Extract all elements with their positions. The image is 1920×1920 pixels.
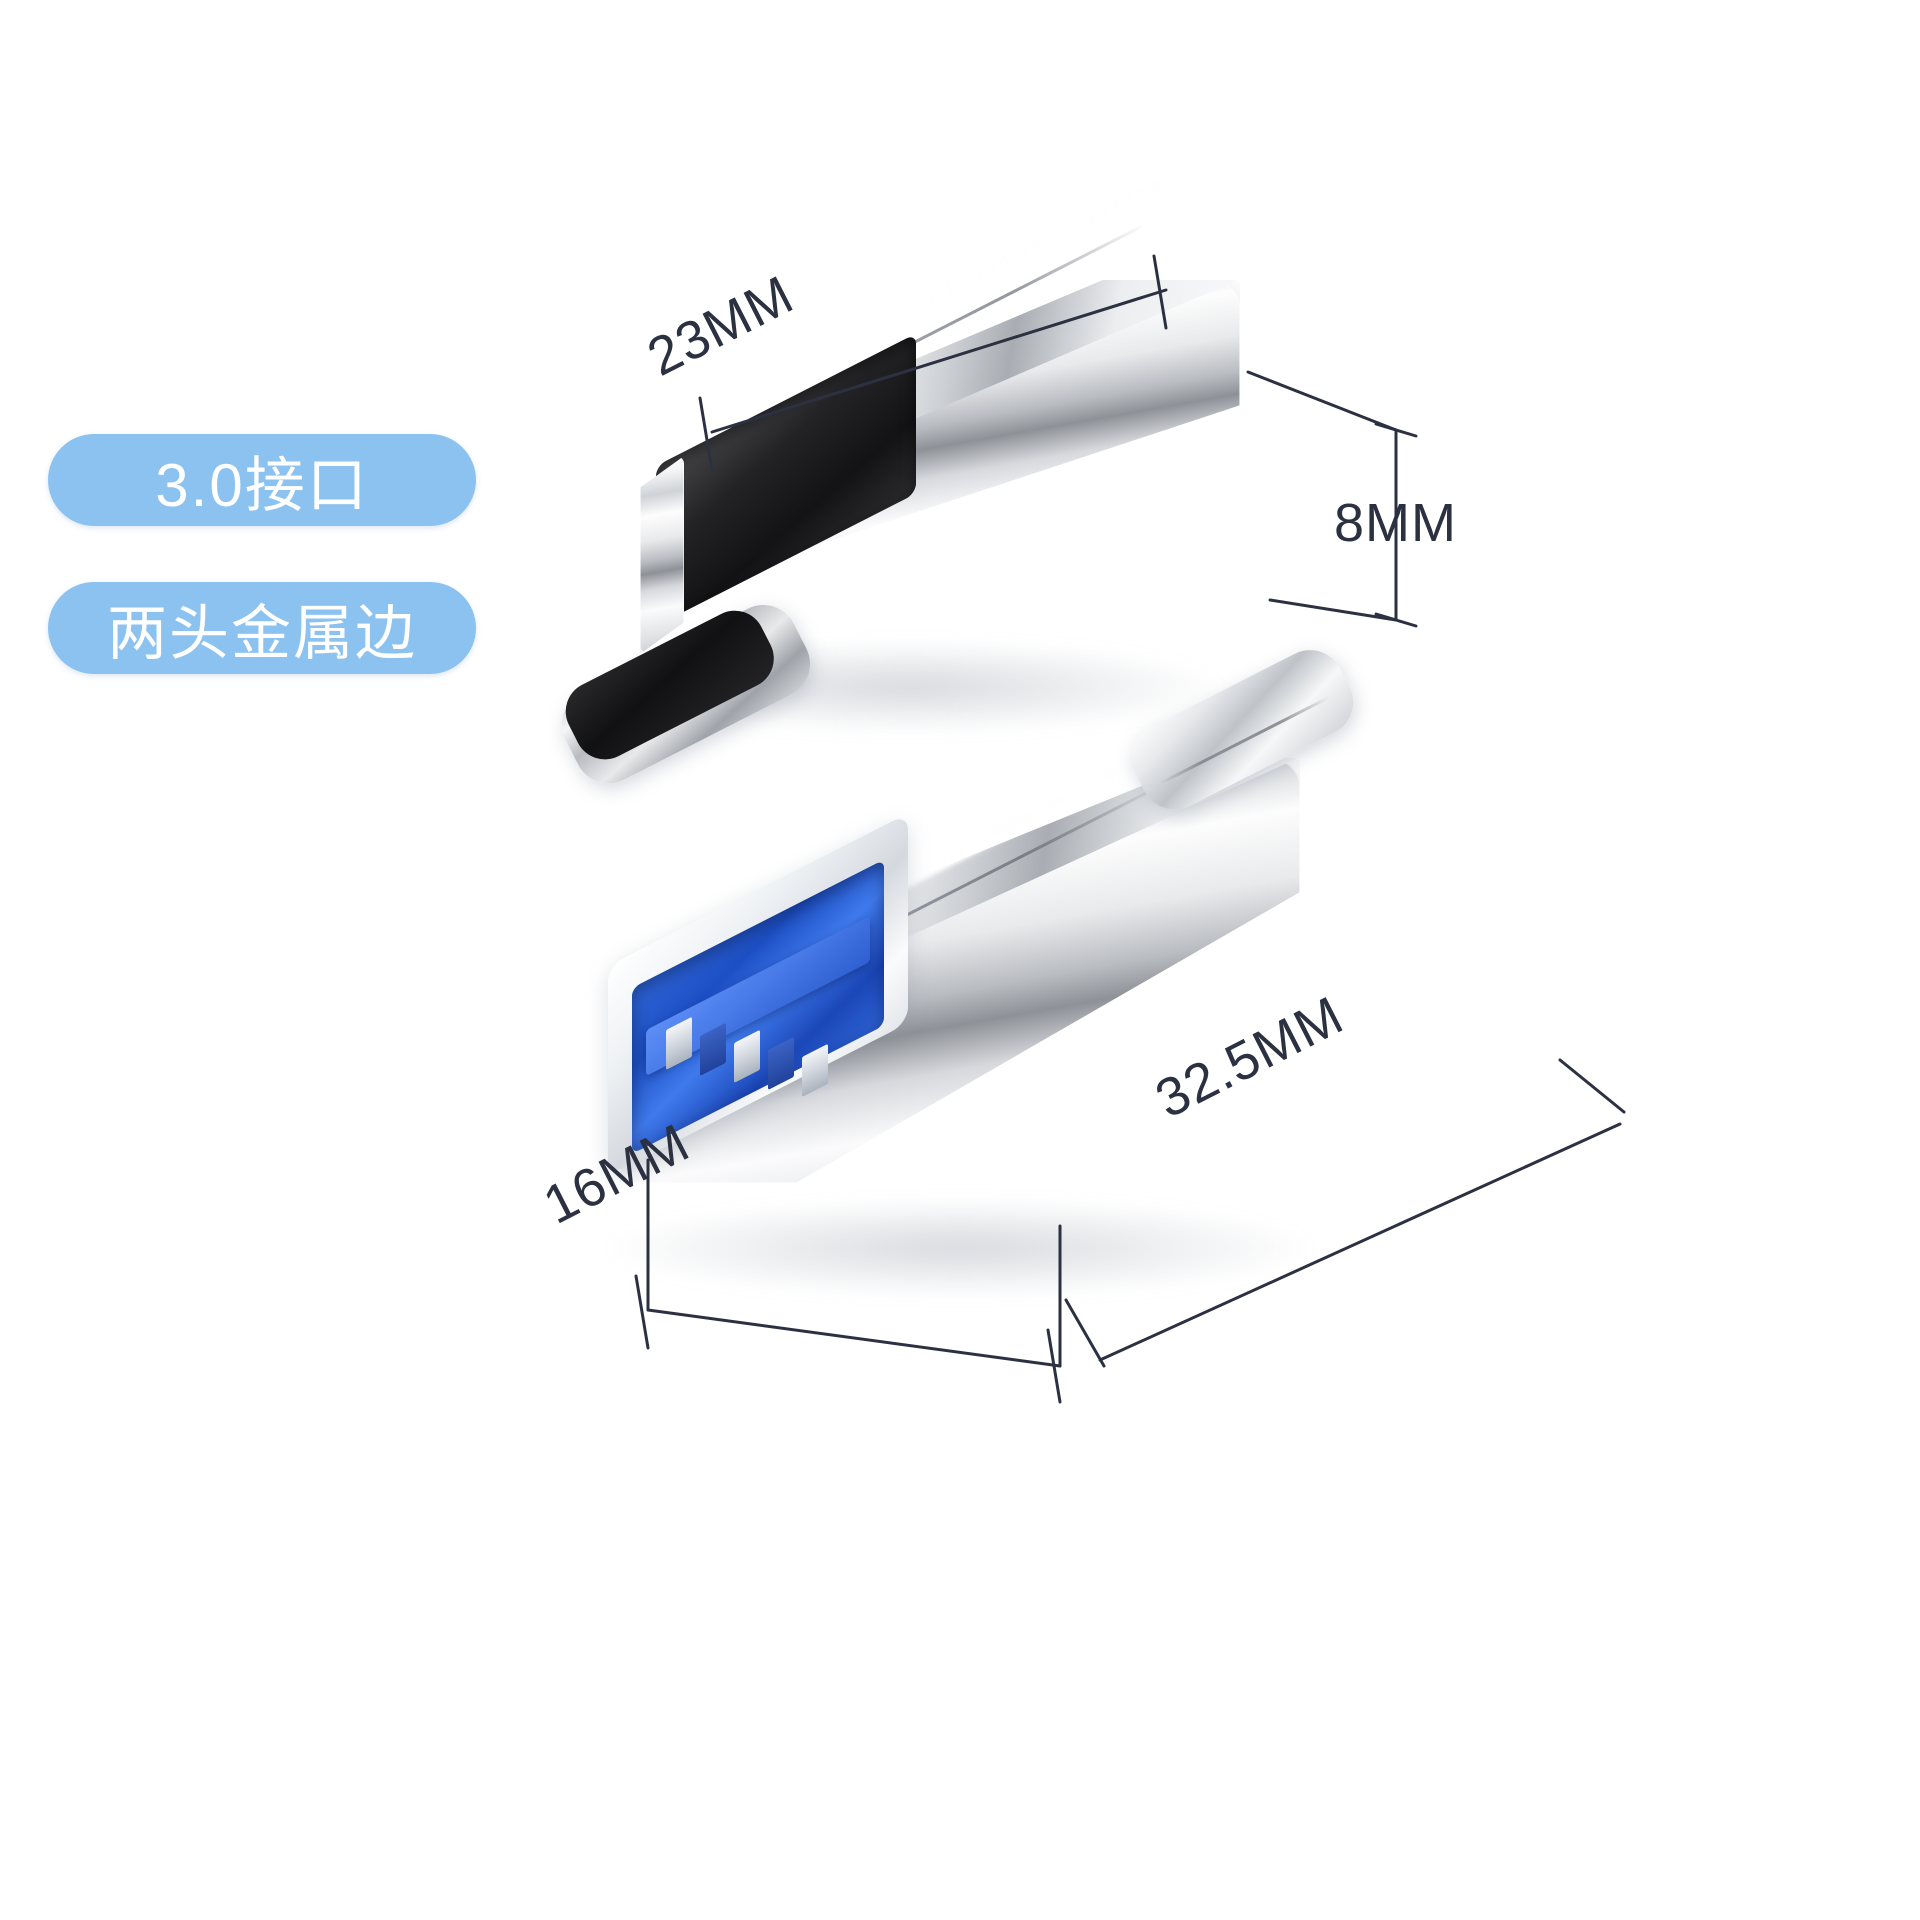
feature-badge-usb-3-0: 3.0接口 [48,434,476,526]
adapter-view-top [520,174,1300,795]
dimension-label-8mm: 8MM [1334,493,1457,553]
drop-shadow [610,1200,1310,1296]
feature-badge-metal-edges: 两头金属边 [48,582,476,674]
adapter-view-bottom [500,638,1400,1296]
port-rim [640,456,684,654]
